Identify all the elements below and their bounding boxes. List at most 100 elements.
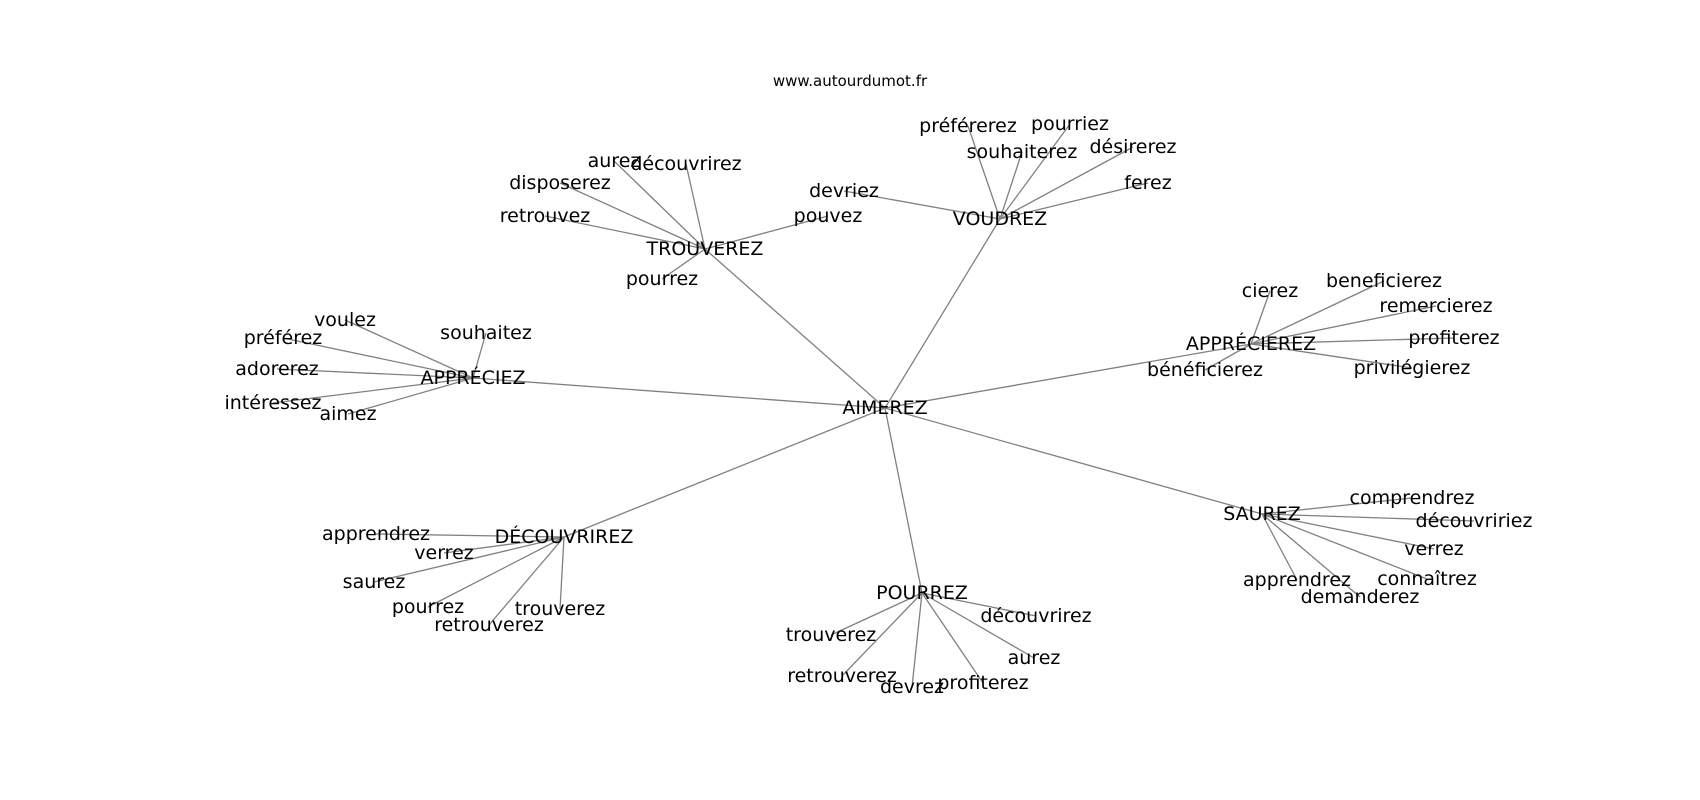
edge-pourrez-leaf bbox=[911, 592, 923, 688]
edge-saurez-leaf bbox=[1261, 513, 1475, 522]
node-hub-decouvrirez: DÉCOUVRIREZ bbox=[495, 525, 634, 548]
node-leaf: préférez bbox=[244, 327, 323, 349]
edge-apprecierez-leaf bbox=[1250, 290, 1271, 345]
node-leaf: souhaiterez bbox=[967, 141, 1078, 163]
edge-voudrez-leaf bbox=[999, 151, 1023, 220]
edge-trouverez-leaf bbox=[661, 248, 706, 280]
edge-trouverez-leaf bbox=[559, 182, 706, 250]
node-leaf: préférerez bbox=[919, 115, 1017, 137]
edge-voudrez-leaf bbox=[999, 182, 1149, 220]
edge-decouvrirez-leaf bbox=[375, 533, 565, 538]
graph-edges bbox=[272, 123, 1475, 688]
edge-voudrez-leaf bbox=[967, 125, 1001, 220]
node-leaf: profiterez bbox=[937, 672, 1028, 694]
edge-pourrez-leaf bbox=[841, 592, 923, 677]
edge-decouvrirez-leaf bbox=[373, 536, 565, 583]
node-leaf: verrez bbox=[1404, 538, 1463, 560]
edge-appreciez-leaf bbox=[472, 332, 487, 379]
edge-pourrez-leaf bbox=[830, 592, 923, 636]
node-leaf: profiterez bbox=[1408, 327, 1499, 349]
edge-trouverez-leaf bbox=[685, 163, 706, 250]
watermark: www.autourdumot.fr bbox=[772, 72, 928, 90]
node-hub-voudrez: VOUDREZ bbox=[953, 208, 1047, 230]
edge-apprecierez-leaf bbox=[1204, 343, 1252, 371]
edge-voudrez-leaf bbox=[843, 190, 1001, 220]
edge-appreciez-leaf bbox=[272, 377, 474, 404]
node-hub-appreciez: APPRÉCIEZ bbox=[420, 366, 525, 389]
node-hub-apprecierez: APPRÉCIEREZ bbox=[1186, 332, 1316, 355]
node-leaf: pourrez bbox=[626, 268, 698, 290]
edge-pourrez-leaf bbox=[921, 592, 1035, 659]
node-leaf: découvrirez bbox=[630, 153, 741, 175]
node-leaf: cierez bbox=[1242, 280, 1298, 302]
node-leaf: pourrez bbox=[392, 596, 464, 618]
node-leaf: désirerez bbox=[1089, 136, 1176, 158]
node-leaf: découvrirez bbox=[980, 605, 1091, 627]
node-leaf: souhaitez bbox=[440, 322, 532, 344]
edge-saurez-leaf bbox=[1261, 497, 1413, 515]
edge-decouvrirez-leaf bbox=[559, 536, 565, 610]
node-center: AIMEREZ bbox=[842, 397, 927, 419]
node-leaf: retrouverez bbox=[434, 614, 544, 636]
edge-trouverez-leaf bbox=[544, 215, 706, 250]
node-leaf: disposerez bbox=[509, 172, 611, 194]
edge-saurez-leaf bbox=[1261, 513, 1428, 580]
edge-apprecierez-leaf bbox=[1250, 337, 1455, 345]
edge-voudrez-leaf bbox=[999, 123, 1071, 220]
edge-saurez-leaf bbox=[1261, 513, 1298, 581]
edge-appreciez-leaf bbox=[282, 337, 474, 379]
edge-appreciez-leaf bbox=[347, 377, 474, 415]
node-leaf: remercierez bbox=[1379, 295, 1492, 317]
edge-decouvrirez-leaf bbox=[443, 536, 565, 554]
node-leaf: pouvez bbox=[794, 205, 863, 227]
edge-apprecierez-leaf bbox=[1250, 280, 1385, 345]
edge-trouverez-leaf bbox=[613, 160, 706, 250]
edge-voudrez-leaf bbox=[999, 146, 1134, 220]
edge-center-voudrez bbox=[884, 218, 1001, 409]
edge-appreciez-leaf bbox=[276, 368, 474, 379]
node-leaf: comprendrez bbox=[1350, 487, 1475, 509]
edge-center-saurez bbox=[884, 407, 1263, 515]
edge-center-decouvrirez bbox=[563, 407, 886, 538]
edge-pourrez-leaf bbox=[921, 592, 984, 684]
node-leaf: pourriez bbox=[1031, 113, 1109, 135]
node-leaf: découvririez bbox=[1416, 510, 1533, 532]
edge-center-pourrez bbox=[884, 407, 923, 594]
edge-center-appreciez bbox=[472, 377, 886, 409]
graph-labels: AIMEREZTROUVEREZaurezdécouvrirezdisposer… bbox=[224, 113, 1532, 698]
node-leaf: trouverez bbox=[515, 598, 606, 620]
edge-apprecierez-leaf bbox=[1250, 343, 1413, 369]
edge-saurez-leaf bbox=[1261, 513, 1361, 598]
node-leaf: saurez bbox=[343, 571, 406, 593]
node-leaf: retrouverez bbox=[787, 665, 897, 687]
node-leaf: aurez bbox=[588, 150, 641, 172]
node-leaf: demanderez bbox=[1301, 586, 1420, 608]
edge-pourrez-leaf bbox=[921, 592, 1037, 617]
node-leaf: intéressez bbox=[224, 392, 321, 414]
edge-center-apprecierez bbox=[884, 343, 1252, 409]
edge-trouverez-leaf bbox=[704, 215, 829, 250]
node-leaf: connaîtrez bbox=[1377, 568, 1477, 590]
node-leaf: privilégierez bbox=[1354, 357, 1471, 379]
node-leaf: devrez bbox=[880, 676, 944, 698]
node-leaf: verrez bbox=[414, 542, 473, 564]
edge-apprecierez-leaf bbox=[1250, 305, 1437, 345]
edge-appreciez-leaf bbox=[344, 319, 474, 379]
edge-decouvrirez-leaf bbox=[427, 536, 565, 608]
node-leaf: apprendrez bbox=[322, 523, 430, 545]
node-leaf: voulez bbox=[314, 309, 376, 331]
node-leaf: retrouvez bbox=[500, 205, 591, 227]
node-leaf: aurez bbox=[1008, 647, 1061, 669]
edge-saurez-leaf bbox=[1261, 513, 1435, 550]
node-hub-pourrez: POURREZ bbox=[876, 582, 968, 604]
node-leaf: aimez bbox=[319, 403, 376, 425]
node-hub-saurez: SAUREZ bbox=[1223, 503, 1301, 525]
node-leaf: apprendrez bbox=[1243, 569, 1351, 591]
node-leaf: adorerez bbox=[235, 358, 318, 380]
node-leaf: trouverez bbox=[786, 624, 877, 646]
edge-center-trouverez bbox=[704, 248, 886, 409]
node-leaf: devriez bbox=[809, 180, 879, 202]
node-leaf: ferez bbox=[1124, 172, 1171, 194]
node-leaf: bénéficierez bbox=[1147, 359, 1263, 381]
edge-decouvrirez-leaf bbox=[488, 536, 565, 626]
